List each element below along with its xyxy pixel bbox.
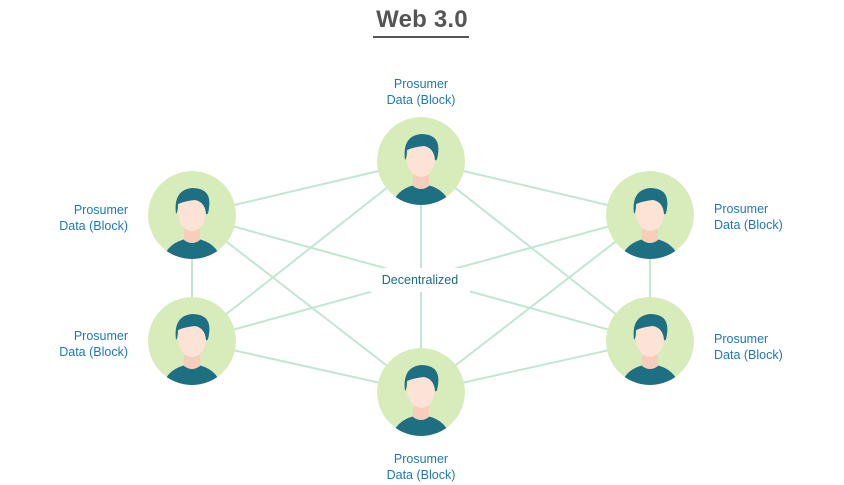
node-label-line2: Data (Block): [386, 468, 456, 482]
person-avatar-icon: [377, 117, 465, 205]
person-avatar-icon: [606, 171, 694, 259]
connection-line: [420, 160, 651, 342]
node-label-line2: Data (Block): [386, 93, 456, 107]
node-label-top-left: Prosumer Data (Block): [0, 202, 128, 234]
node-label-line2: Data (Block): [714, 348, 783, 362]
title-underline: [373, 36, 469, 38]
node-label-line1: Prosumer: [393, 77, 449, 91]
node-label-line1: Prosumer: [714, 202, 769, 216]
connection-line: [191, 160, 422, 342]
connection-line: [191, 214, 422, 393]
person-avatar-icon: [377, 348, 465, 436]
node-label-line1: Prosumer: [393, 452, 449, 466]
node-label-line2: Data (Block): [59, 219, 128, 233]
person-avatar-icon: [148, 297, 236, 385]
node-label-bottom-right: Prosumer Data (Block): [714, 331, 844, 363]
diagram-title: Web 3.0: [376, 6, 468, 33]
node-label-line1: Prosumer: [73, 329, 128, 343]
node-label-line1: Prosumer: [73, 203, 128, 217]
connection-line: [420, 214, 651, 393]
person-avatar-icon: [606, 297, 694, 385]
node-label-bottom: Prosumer Data (Block): [351, 451, 491, 483]
node-label-line2: Data (Block): [59, 345, 128, 359]
node-label-top-right: Prosumer Data (Block): [714, 201, 844, 233]
decentralized-label: Decentralized: [370, 268, 470, 292]
node-label-top: Prosumer Data (Block): [351, 76, 491, 108]
node-label-line2: Data (Block): [714, 218, 783, 232]
node-label-bottom-left: Prosumer Data (Block): [0, 328, 128, 360]
person-avatar-icon: [148, 171, 236, 259]
node-label-line1: Prosumer: [714, 332, 769, 346]
